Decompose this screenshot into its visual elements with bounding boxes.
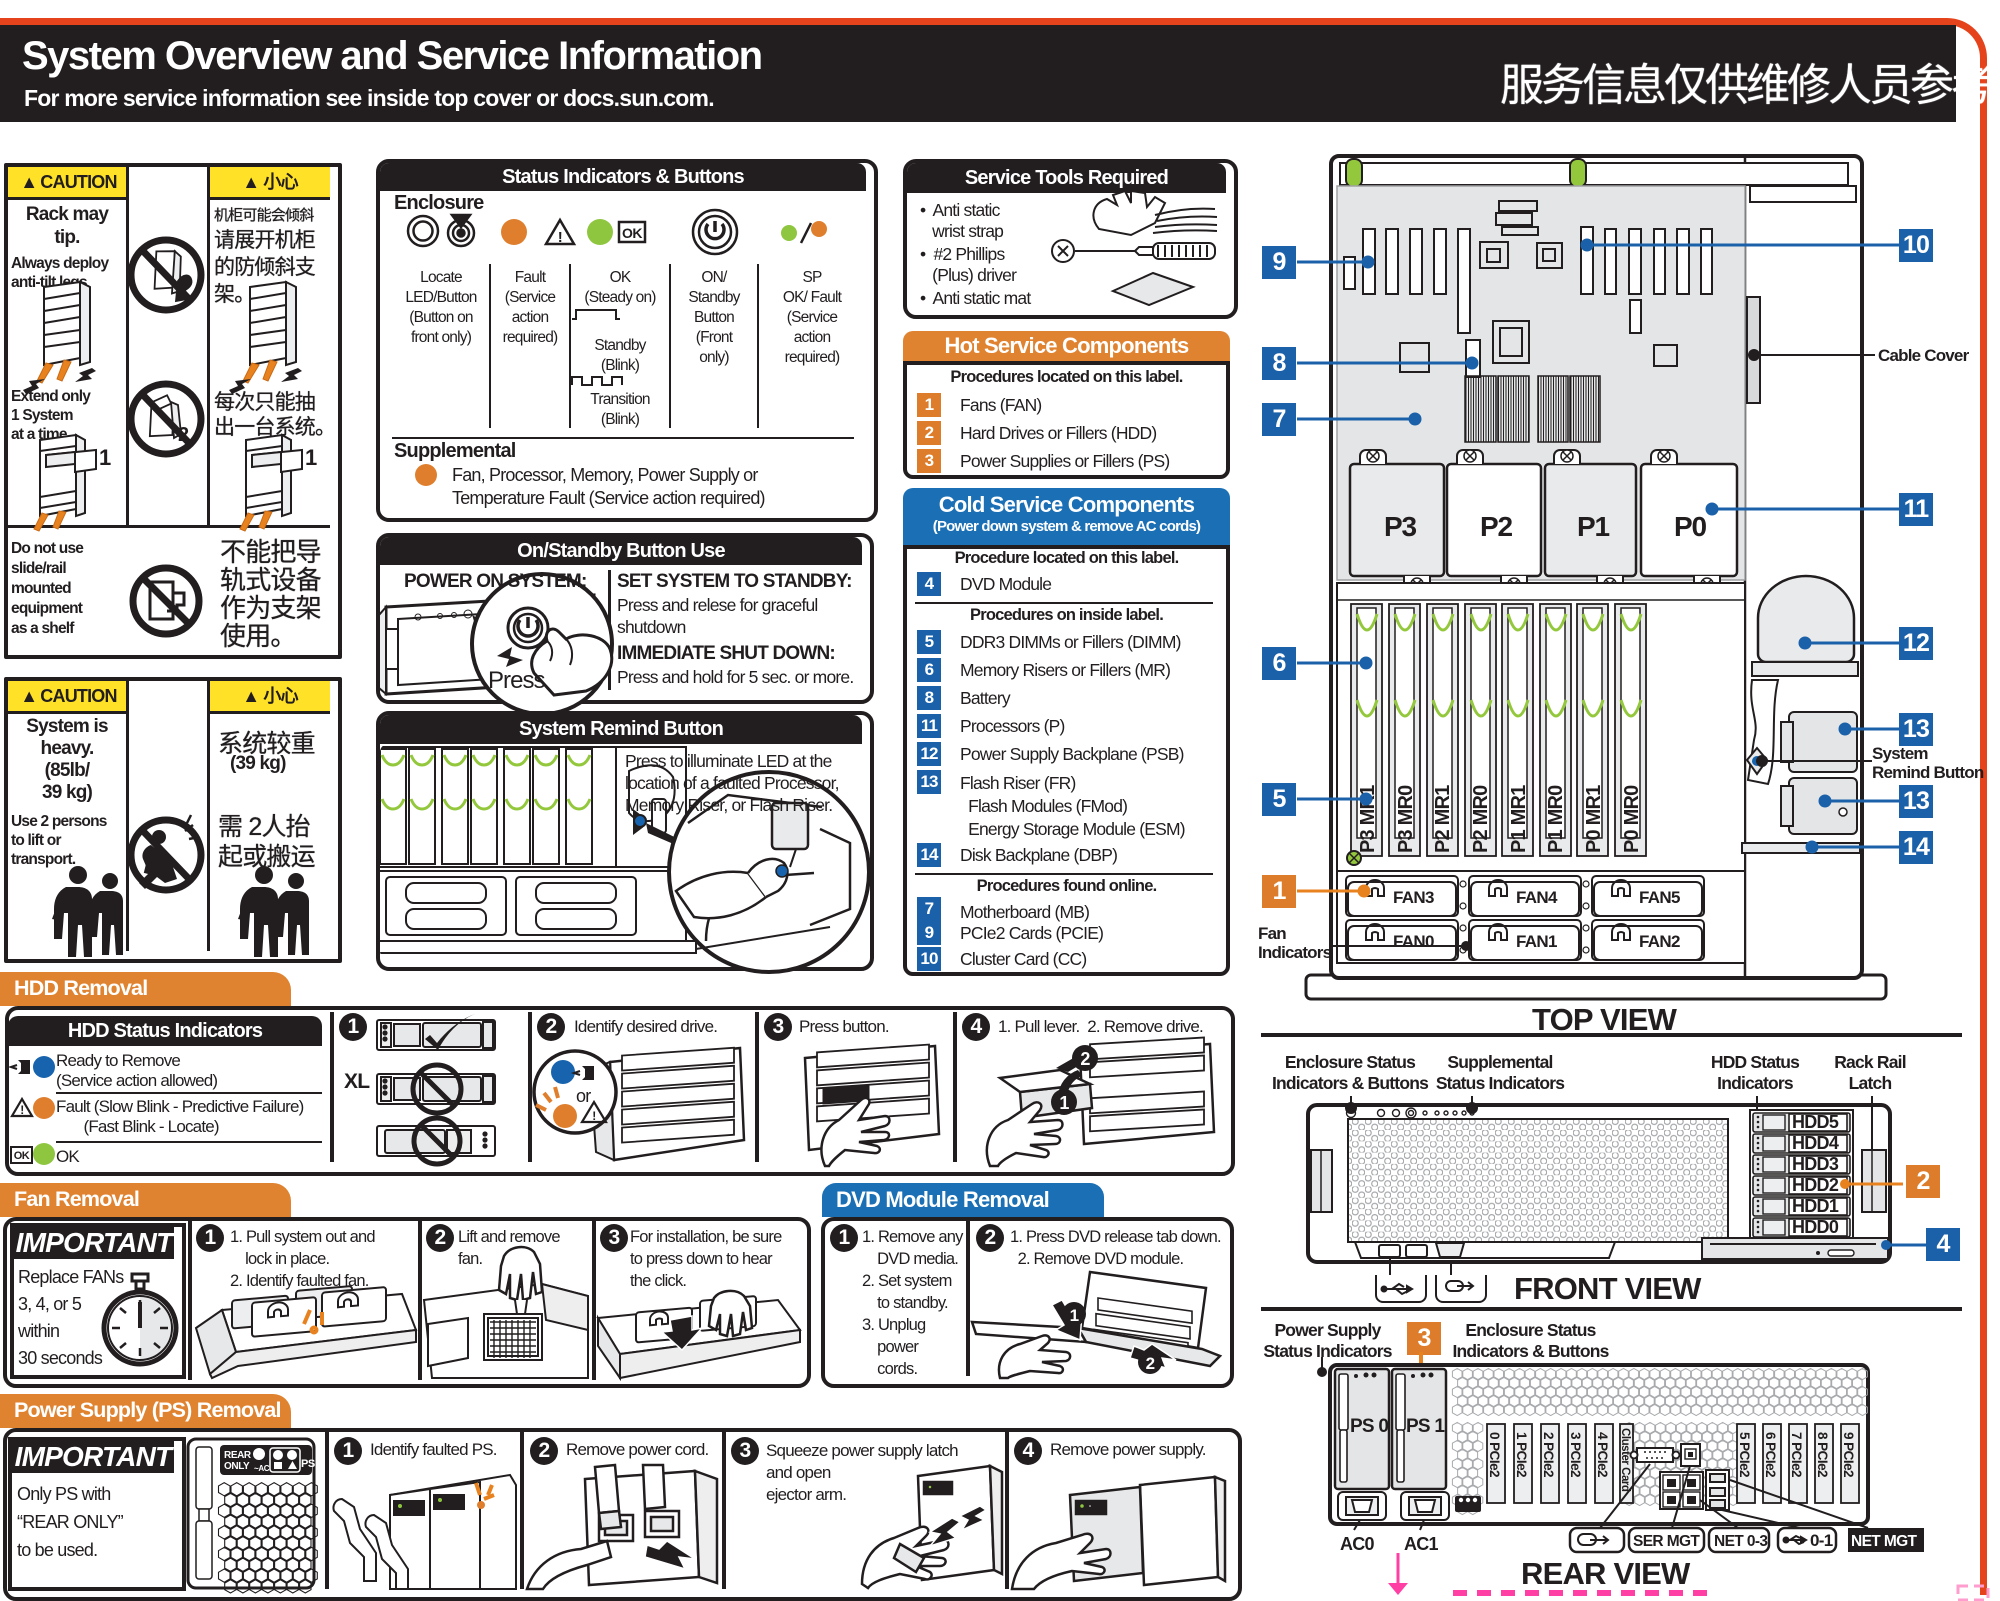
svg-text:HDD1: HDD1 xyxy=(1792,1196,1839,1216)
svg-text:P1 MR1: P1 MR1 xyxy=(1508,785,1530,853)
svg-text:9 PCIe2: 9 PCIe2 xyxy=(1841,1432,1856,1477)
svg-text:P3: P3 xyxy=(1384,511,1417,542)
svg-text:6 PCIe2: 6 PCIe2 xyxy=(1763,1432,1778,1477)
svg-text:PS: PS xyxy=(301,1458,315,1470)
svg-text:2: 2 xyxy=(1080,1049,1090,1069)
svg-text:P2: P2 xyxy=(1480,511,1513,542)
svg-text:HDD4: HDD4 xyxy=(1792,1133,1839,1153)
svg-text:FAN3: FAN3 xyxy=(1393,888,1434,907)
svg-text:AC1: AC1 xyxy=(1404,1534,1439,1554)
svg-text:NET MGT: NET MGT xyxy=(1851,1533,1918,1550)
svg-text:P3 MR0: P3 MR0 xyxy=(1395,785,1417,853)
svg-text:P0 MR1: P0 MR1 xyxy=(1583,785,1605,853)
svg-text:4 PCIe2: 4 PCIe2 xyxy=(1595,1432,1610,1477)
svg-text:OK: OK xyxy=(14,1150,30,1162)
svg-text:Press: Press xyxy=(488,667,546,694)
svg-text:Cluster Card: Cluster Card xyxy=(1619,1428,1631,1492)
svg-text:1 PCIe2: 1 PCIe2 xyxy=(1514,1432,1529,1477)
svg-text:OK: OK xyxy=(622,225,642,241)
svg-text:3 PCIe2: 3 PCIe2 xyxy=(1568,1432,1583,1477)
svg-text:ONLY: ONLY xyxy=(224,1461,250,1472)
svg-text:SER MGT: SER MGT xyxy=(1633,1533,1700,1550)
svg-text:PS 0: PS 0 xyxy=(1350,1416,1388,1437)
svg-text:HDD3: HDD3 xyxy=(1792,1154,1839,1174)
svg-text:P0: P0 xyxy=(1674,511,1707,542)
svg-text:1: 1 xyxy=(99,445,111,470)
svg-text:FAN2: FAN2 xyxy=(1639,932,1680,951)
svg-text:REAR: REAR xyxy=(224,1450,252,1461)
svg-text:1: 1 xyxy=(1070,1306,1079,1325)
svg-text:or: or xyxy=(576,1086,591,1106)
svg-text:5 PCIe2: 5 PCIe2 xyxy=(1737,1432,1752,1477)
svg-text:0 PCIe2: 0 PCIe2 xyxy=(1487,1432,1502,1477)
svg-text:1: 1 xyxy=(305,445,317,470)
svg-text:!: ! xyxy=(20,1103,24,1117)
svg-text:FAN1: FAN1 xyxy=(1516,932,1557,951)
svg-text:8 PCIe2: 8 PCIe2 xyxy=(1815,1432,1830,1477)
svg-text:FAN5: FAN5 xyxy=(1639,888,1680,907)
svg-text:P1: P1 xyxy=(1577,511,1610,542)
svg-text:AC0: AC0 xyxy=(1340,1534,1375,1554)
svg-text:2: 2 xyxy=(1146,1354,1155,1373)
svg-text:FAN0: FAN0 xyxy=(1393,932,1434,951)
svg-text:P2 MR0: P2 MR0 xyxy=(1470,785,1492,853)
svg-text:P1 MR0: P1 MR0 xyxy=(1545,785,1567,853)
svg-text:PS 1: PS 1 xyxy=(1406,1416,1445,1437)
svg-text:P0 MR0: P0 MR0 xyxy=(1621,785,1643,853)
svg-text:1: 1 xyxy=(1059,1093,1069,1113)
svg-text:0-1: 0-1 xyxy=(1810,1531,1833,1550)
svg-text:HDD2: HDD2 xyxy=(1792,1175,1839,1195)
svg-text:HDD5: HDD5 xyxy=(1792,1112,1839,1132)
svg-text:!: ! xyxy=(592,1109,596,1123)
svg-text:~AC: ~AC xyxy=(254,1464,270,1473)
svg-text:!: ! xyxy=(558,229,562,246)
svg-text:7 PCIe2: 7 PCIe2 xyxy=(1789,1432,1804,1477)
svg-text:FAN4: FAN4 xyxy=(1516,888,1558,907)
svg-text:HDD0: HDD0 xyxy=(1792,1217,1839,1237)
svg-text:NET 0-3: NET 0-3 xyxy=(1714,1533,1768,1550)
svg-text:2 PCIe2: 2 PCIe2 xyxy=(1541,1432,1556,1477)
svg-text:P2 MR1: P2 MR1 xyxy=(1432,785,1454,853)
